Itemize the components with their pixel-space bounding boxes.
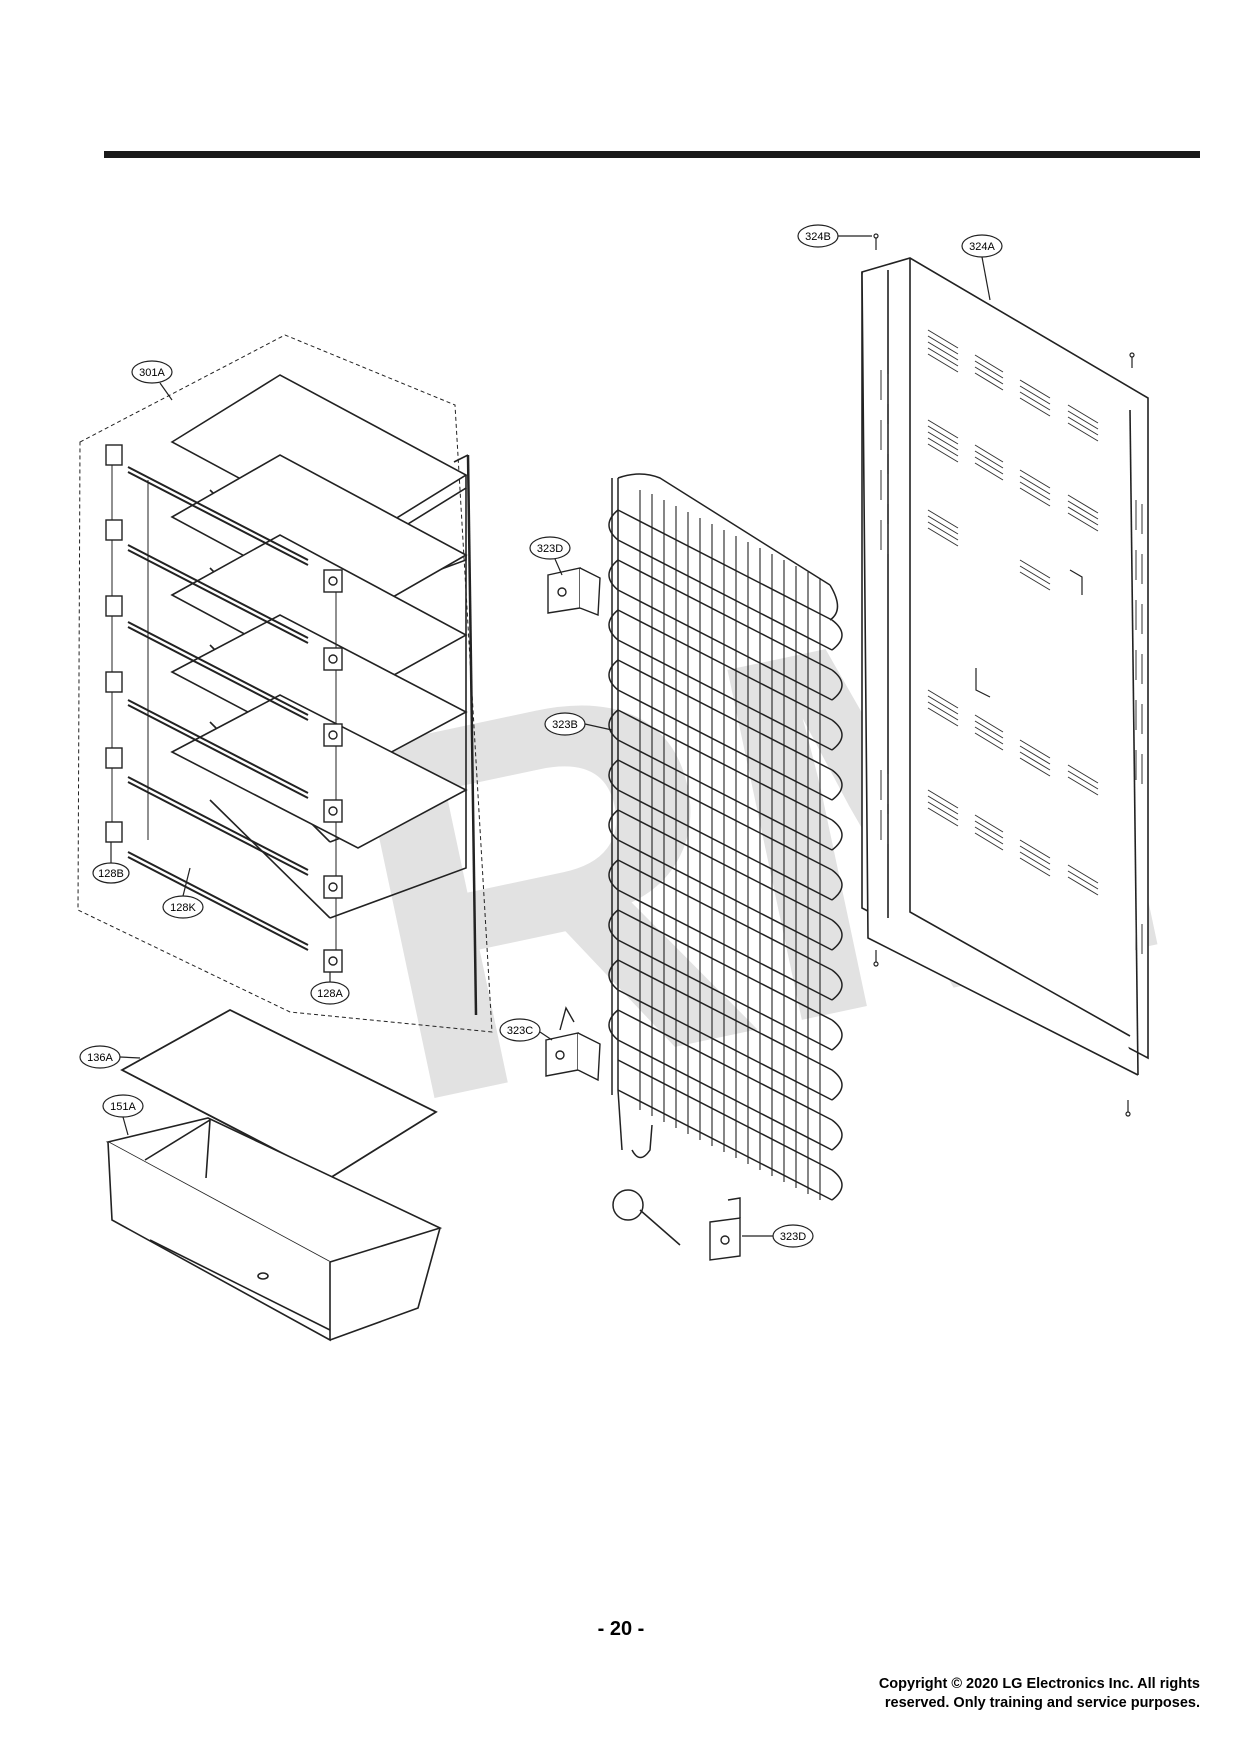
svg-text:136A: 136A [87, 1052, 113, 1064]
svg-text:151A: 151A [110, 1101, 136, 1113]
svg-text:324B: 324B [805, 231, 831, 243]
right-brackets [323, 569, 343, 973]
callout-128K: 128K [162, 867, 204, 919]
crisper-drawer [105, 1117, 443, 1342]
mount-bracket-bottom [709, 1197, 741, 1261]
svg-text:323D: 323D [780, 1231, 806, 1243]
callout-128B: 128B [92, 842, 130, 884]
assembly-boundary [77, 334, 493, 1033]
callout-136A: 136A [79, 1045, 141, 1069]
callout-323D-top: 323D [529, 536, 571, 576]
callout-323B: 323B [544, 712, 613, 736]
condenser-coil [608, 473, 843, 1246]
svg-text:323C: 323C [507, 1025, 533, 1037]
callout-323C: 323C [499, 1018, 553, 1042]
callout-151A: 151A [102, 1094, 144, 1136]
svg-text:323B: 323B [552, 719, 578, 731]
page-number: - 20 - [597, 1618, 645, 1640]
panel-vents [880, 329, 1143, 954]
svg-text:128B: 128B [98, 868, 124, 880]
callout-323D-bottom: 323D [742, 1224, 814, 1248]
crisper-cover [120, 1008, 438, 1180]
callout-324A: 324A [961, 234, 1003, 301]
svg-text:323D: 323D [537, 543, 563, 555]
rear-cover-panel [861, 257, 1149, 1076]
svg-text:301A: 301A [139, 367, 165, 379]
copyright-line-1: Copyright © 2020 LG Electronics Inc. All… [878, 1676, 1200, 1692]
copyright-notice: Copyright © 2020 LG Electronics Inc. All… [780, 1675, 1200, 1713]
left-brackets [105, 444, 123, 843]
callout-301A: 301A [131, 360, 173, 401]
svg-text:128A: 128A [317, 988, 343, 1000]
callout-324B: 324B [797, 224, 872, 248]
mount-bracket-top [547, 567, 601, 617]
mount-bracket-left [545, 1006, 601, 1082]
copyright-line-2: reserved. Only training and service purp… [884, 1695, 1200, 1711]
shelf [170, 694, 468, 919]
panel-screws [873, 233, 1135, 1117]
shelf-front-bars [127, 466, 309, 951]
header-rule [104, 151, 1200, 158]
svg-text:128K: 128K [170, 902, 196, 914]
callout-128A: 128A [310, 972, 350, 1005]
svg-text:324A: 324A [969, 241, 995, 253]
shelf-assembly [77, 334, 493, 1033]
